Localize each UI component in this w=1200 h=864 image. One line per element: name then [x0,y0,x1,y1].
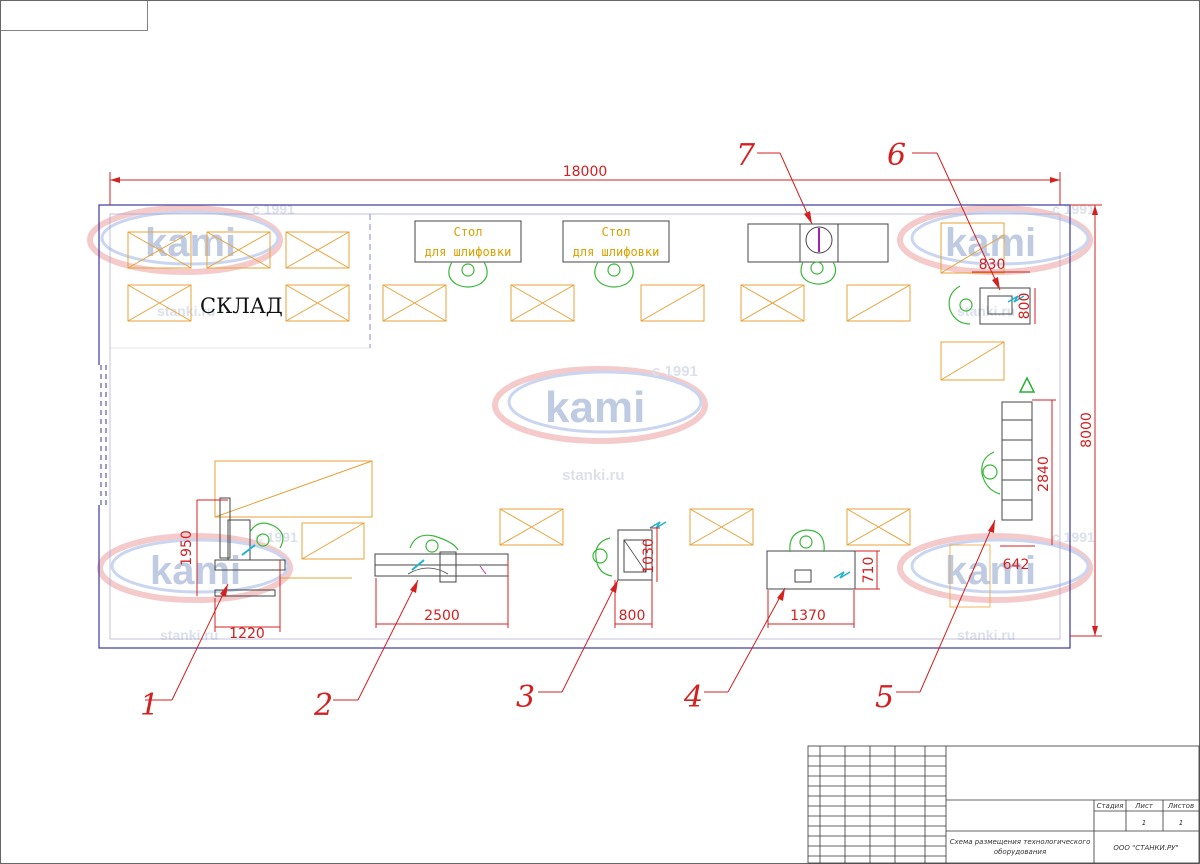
col-stage-label: Стадия [1097,802,1124,810]
grinding-table-1: Стол для шлифовки [414,220,522,263]
callout-number-5: 5 [875,680,894,715]
title-line-1: Схема размещения технологического [950,838,1091,846]
m3-dimensions: 1030 800 [614,527,660,628]
grinding-table-label-1: Стол [602,225,631,239]
m5-width-label: 642 [1003,557,1030,573]
m6-width-label: 830 [979,257,1006,273]
warehouse-label: СКЛАД [200,294,283,318]
sheet-number: 1 [1142,819,1146,827]
m3-height-label: 1030 [641,538,657,574]
watermark-site: stanki.ru [157,303,215,319]
m2-width-label: 2500 [424,608,460,624]
watermark-brand: kami [150,549,241,593]
warehouse-area: СКЛАД [110,214,371,349]
m6-dimensions: 830 800 [972,257,1036,324]
overall-width-dimension: 18000 [109,164,1061,205]
callout-5: 5 [875,519,996,715]
m1-height-label: 1950 [179,530,195,566]
m6-height-label: 800 [1017,293,1033,320]
watermark-site: stanki.ru [160,627,218,643]
storage-pallets-row [382,222,1005,381]
grinding-table-2: Стол для шлифовки [562,220,670,263]
m4-height-label: 710 [861,557,877,584]
callout-1: 1 [140,583,229,723]
watermark-site: stanki.ru [562,467,625,484]
m3-width-label: 800 [619,608,646,624]
grinding-table-label-2: для шлифовки [425,245,512,259]
watermark-4: kami с 1991 stanki.ru [97,529,298,643]
machine-6 [948,285,1031,325]
col-sheet-label: Лист [1134,802,1154,810]
m1-dimensions: 1950 1220 [179,499,281,642]
watermark-since: с 1991 [652,363,698,380]
callout-number-3: 3 [516,680,535,715]
m1-width-label: 1220 [229,626,265,642]
overall-height-label: 8000 [1079,412,1095,448]
company-name: ООО "СТАНКИ.РУ" [1113,844,1178,852]
watermark-group: kami с 1991 stanki.ru kami с 1991 stanki… [87,201,1095,643]
callout-number-4: 4 [683,680,703,715]
operator-icon [448,261,488,288]
callout-6: 6 [887,138,1001,291]
watermark-brand: kami [545,383,645,432]
machine-2 [374,534,509,583]
watermark-3: kami с 1991 stanki.ru [492,363,708,484]
machine-7 [747,223,889,285]
title-block: Схема размещения технологического оборуд… [807,745,1200,864]
machine-4 [766,529,856,590]
overall-width-label: 18000 [563,164,608,180]
watermark-since: с 1991 [1052,201,1095,217]
title-line-2: оборудования [994,848,1046,856]
grinding-table-label-1: Стол [454,225,483,239]
m5-dimensions: 2840 642 [1000,399,1056,573]
callout-7: 7 [736,138,813,225]
watermark-brand: kami [945,549,1036,593]
sheets-total: 1 [1179,819,1183,827]
watermark-since: с 1991 [255,529,298,545]
watermark-since: с 1991 [1052,529,1095,545]
machine-5 [949,376,1036,608]
watermark-since: с 1991 [252,201,295,217]
callout-number-2: 2 [313,688,333,723]
grinding-table-label-2: для шлифовки [573,245,660,259]
machine-1 [214,460,373,597]
watermark-5: kami с 1991 stanki.ru [897,529,1095,643]
watermark-site: stanki.ru [957,627,1015,643]
operator-icon [594,261,634,288]
m2-dimensions: 2500 [375,560,509,628]
m4-width-label: 1370 [790,608,826,624]
sheet-corner-stamp [0,0,148,31]
callout-number-1: 1 [140,688,159,723]
overall-height-dimension: 8000 [1070,204,1102,637]
callout-3: 3 [516,579,619,715]
callout-2: 2 [313,579,419,723]
callout-number-7: 7 [736,138,756,173]
callout-number-6: 6 [887,138,906,173]
callout-4: 4 [683,587,786,715]
m4-dimensions: 710 1370 [767,550,880,628]
col-sheets-label: Листов [1167,802,1194,810]
storage-pallet [499,508,911,546]
m5-height-label: 2840 [1036,456,1052,492]
